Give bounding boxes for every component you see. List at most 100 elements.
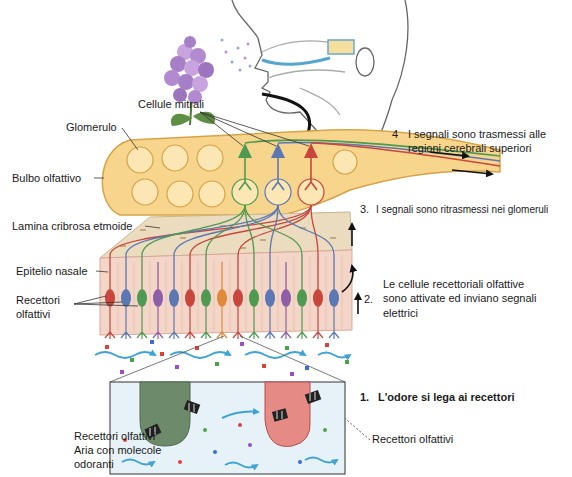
leader-line bbox=[96, 271, 108, 272]
odor-dot bbox=[249, 65, 252, 68]
glomerulus bbox=[132, 179, 158, 205]
flower-blossom bbox=[198, 62, 214, 78]
receptor-protein bbox=[305, 390, 322, 404]
inset-frame bbox=[110, 382, 345, 474]
leader-line bbox=[145, 226, 160, 228]
odor-dot bbox=[237, 47, 240, 50]
callout-number: 3. bbox=[360, 202, 376, 216]
receptor-cell bbox=[233, 289, 243, 307]
odor-dot bbox=[225, 51, 228, 54]
part-label: Recettori olfattivi bbox=[372, 432, 482, 446]
receptor-cells bbox=[105, 289, 339, 339]
receptor-cell bbox=[137, 289, 147, 307]
callout-number: 2. bbox=[364, 292, 382, 306]
axon bbox=[206, 205, 245, 290]
receptor-proteins bbox=[145, 390, 322, 439]
leaf bbox=[171, 114, 192, 126]
molecule bbox=[248, 443, 252, 447]
flower-blossom bbox=[170, 56, 186, 72]
receptor-axons bbox=[110, 205, 334, 290]
cilia bbox=[313, 307, 323, 339]
step-text: I segnali sono trasmessi alle regioni ce… bbox=[408, 127, 568, 156]
inset-receptor-cell bbox=[265, 382, 310, 446]
odor-dot bbox=[231, 61, 234, 64]
axon bbox=[270, 205, 278, 290]
receptor-cell bbox=[265, 289, 275, 307]
receptor-cell bbox=[329, 289, 339, 307]
receptor-cell bbox=[153, 289, 163, 307]
glomerulus bbox=[333, 150, 357, 174]
axon bbox=[245, 205, 302, 290]
receptor-cell bbox=[169, 289, 179, 307]
glomerulus bbox=[199, 181, 225, 207]
axon bbox=[311, 205, 318, 290]
receptor-protein bbox=[184, 400, 201, 414]
step-arrow bbox=[342, 266, 353, 292]
molecule bbox=[262, 364, 266, 368]
mitral-cell bbox=[238, 143, 252, 158]
molecule bbox=[325, 343, 329, 347]
molecule bbox=[203, 428, 207, 432]
olfactory-area-box bbox=[328, 40, 354, 54]
flower-blossom bbox=[184, 36, 196, 48]
odor-dot bbox=[244, 57, 247, 60]
receptor-cell bbox=[297, 289, 307, 307]
axon bbox=[245, 205, 254, 290]
axon bbox=[157, 262, 158, 290]
air-arrow bbox=[170, 352, 230, 358]
inset-molecules bbox=[123, 423, 327, 464]
molecule bbox=[130, 358, 134, 362]
mitral-cell bbox=[271, 143, 285, 158]
flower-blossom bbox=[184, 60, 200, 76]
flower-blossom bbox=[178, 74, 194, 90]
molecule bbox=[298, 460, 302, 464]
part-label: Glomerulo bbox=[66, 120, 146, 134]
molecule bbox=[178, 460, 182, 464]
air-arrow bbox=[318, 353, 350, 358]
cilia bbox=[105, 307, 115, 339]
air-arrow bbox=[245, 352, 305, 358]
molecule bbox=[215, 362, 219, 366]
receptor-protein bbox=[272, 408, 288, 421]
molecule bbox=[105, 345, 109, 349]
step-arrow bbox=[357, 294, 359, 314]
glomerulus bbox=[162, 145, 188, 171]
part-label: Recettori olfattivi bbox=[74, 429, 174, 443]
cilia bbox=[121, 307, 131, 339]
glomerulus bbox=[127, 147, 153, 173]
molecule bbox=[305, 366, 309, 370]
head-profile bbox=[232, 0, 408, 135]
air-arrow bbox=[225, 463, 257, 468]
odor-spray bbox=[221, 39, 252, 72]
air-flow bbox=[95, 352, 350, 358]
part-label: Recettori olfattivi bbox=[16, 293, 78, 322]
part-label: Bulbo olfattivo bbox=[12, 171, 100, 185]
cilia bbox=[137, 307, 147, 339]
receptor-cell bbox=[185, 289, 195, 307]
receptor-cell bbox=[217, 289, 227, 307]
air-arrow bbox=[122, 460, 154, 465]
molecule bbox=[175, 365, 179, 369]
cilia bbox=[249, 307, 259, 339]
mitral-dendrite bbox=[305, 157, 317, 190]
receptor-cell bbox=[105, 289, 115, 307]
odor-dot bbox=[247, 43, 250, 46]
air-arrow bbox=[95, 352, 155, 358]
molecule bbox=[238, 423, 242, 427]
supporting-cells bbox=[118, 255, 342, 332]
flower-blossom bbox=[164, 70, 180, 86]
molecule bbox=[213, 450, 217, 454]
cilia bbox=[265, 307, 275, 339]
cilia bbox=[153, 307, 163, 339]
axon bbox=[285, 262, 286, 290]
receptor-stripes bbox=[150, 392, 315, 436]
step-text: I segnali sono ritrasmessi nei glomeruli bbox=[376, 203, 570, 216]
receptor-cell bbox=[281, 289, 291, 307]
glomerulus bbox=[197, 145, 223, 171]
cilia bbox=[233, 307, 243, 339]
axon bbox=[221, 262, 222, 290]
odor-molecules bbox=[105, 340, 349, 376]
